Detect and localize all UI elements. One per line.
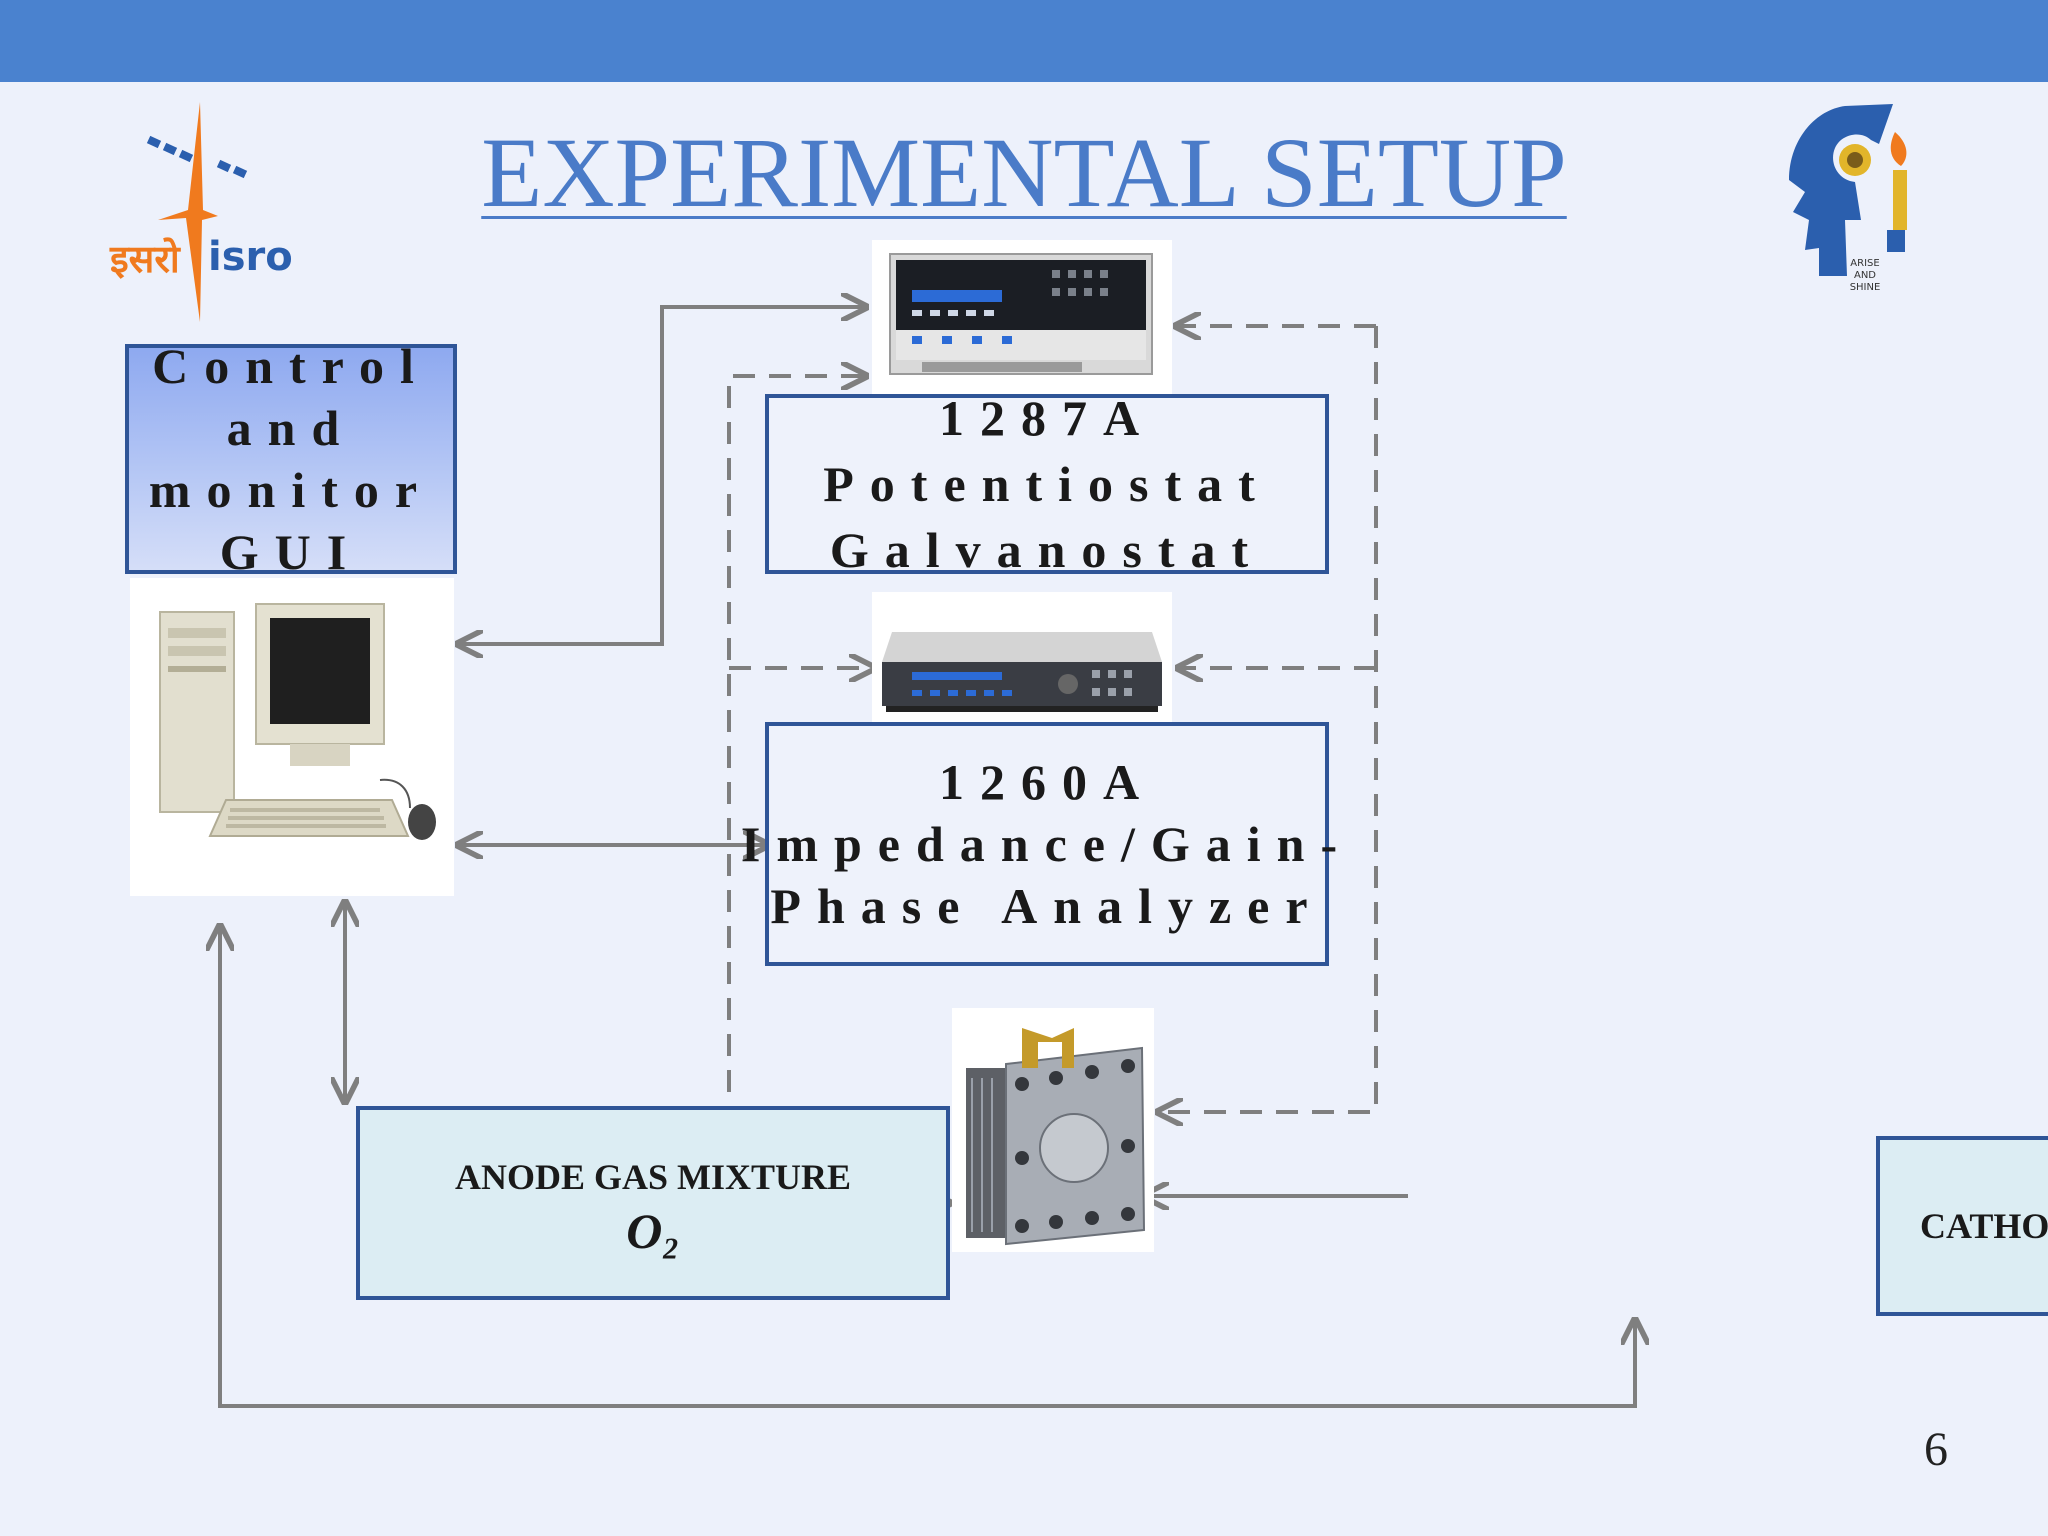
potentiostat-label-line-2: Potentiostat [823,456,1271,512]
gui-label-line-3: monitor [148,462,434,518]
computer-image [130,578,454,896]
arrow-pc-to-cathode [220,926,1635,1408]
gui-label-line-1: Control [152,344,430,394]
anode-gas-formula: O₂ [626,1203,680,1259]
potentiostat-label-line-1: 1287A [938,394,1156,446]
potentiostat-label-line-3: Galvanostat [829,522,1265,574]
fuel-cell-image [952,1008,1154,1252]
top-banner [0,0,2048,82]
arrow-pc-to-potentiostat [458,307,866,644]
motto-line-3: SHINE [1850,282,1881,293]
analyzer-device-image [872,592,1172,742]
gui-label-line-2: and [226,400,356,456]
institute-logo: ARISE AND SHINE [1789,104,1907,293]
isro-logo: इसरो isro [109,102,293,322]
anode-gas-box: ANODE GAS MIXTURE O₂ [356,1106,950,1300]
analyzer-label-line-3: Phase Analyzer [770,878,1324,934]
gui-label-line-4: GUI [219,524,363,574]
isro-logo-devanagari: इसरो [109,237,181,281]
control-gui-box: Control and monitor GUI [125,344,457,574]
analyzer-label-line-1: 1260A [938,754,1156,810]
motto-line-2: AND [1854,270,1876,281]
motto-line-1: ARISE [1850,258,1879,269]
potentiostat-box: 1287A Potentiostat Galvanostat [765,394,1329,574]
cathode-label: CATHO [1920,1206,2048,1246]
cathode-gas-box: CATHO [1876,1136,2048,1316]
potentiostat-device-image [872,240,1172,412]
dashed-left-bus [727,376,866,1092]
page-title: EXPERIMENTAL SETUP [481,117,1567,228]
page-number: 6 [1924,1423,1948,1476]
analyzer-box: 1260A Impedance/Gain- Phase Analyzer [741,722,1337,966]
anode-label: ANODE GAS MIXTURE [454,1157,852,1197]
analyzer-label-line-2: Impedance/Gain- [740,816,1354,872]
dashed-right-bus [1158,326,1378,1112]
isro-logo-latin: isro [208,234,293,280]
